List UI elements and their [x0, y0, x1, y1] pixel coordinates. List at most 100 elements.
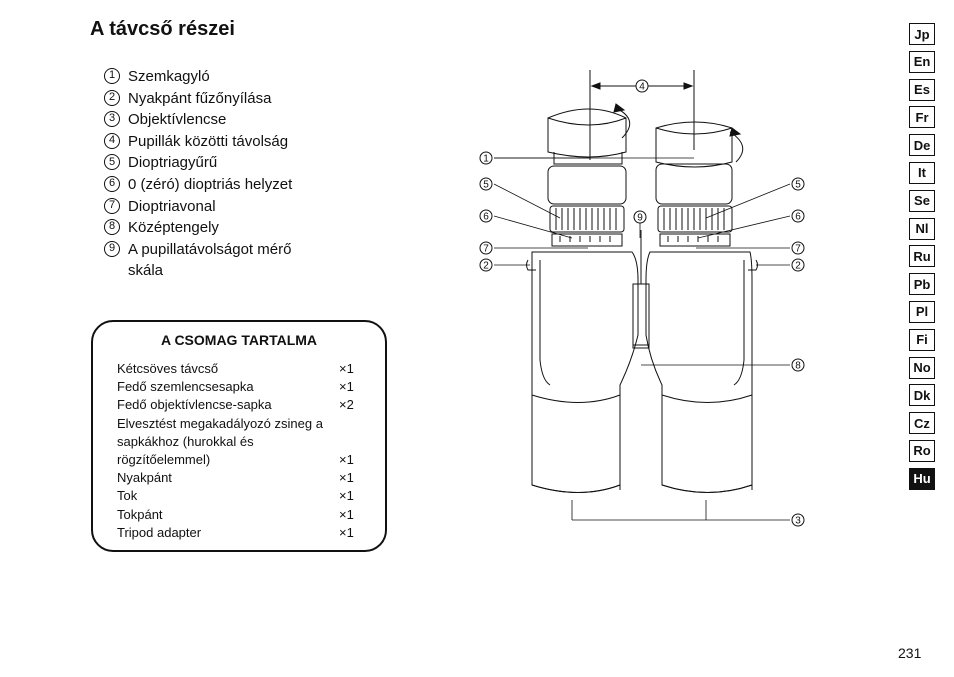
callout-9: 9: [633, 210, 647, 224]
part-number-badge: 6: [104, 175, 120, 192]
part-item: 4 Pupillák közötti távolság: [104, 131, 328, 153]
rotation-arrow-right-head: [729, 127, 742, 137]
part-label: Szemkagyló: [128, 68, 210, 85]
part-item: 5 Dioptriagyűrű: [104, 152, 328, 174]
language-tab-no[interactable]: No: [909, 356, 935, 379]
svg-text:8: 8: [795, 361, 801, 372]
svg-text:2: 2: [483, 261, 489, 272]
package-item-qty: ×1: [339, 452, 354, 468]
svg-text:6: 6: [483, 212, 489, 223]
package-item-name: Nyakpánt: [117, 470, 172, 486]
package-item-qty: ×1: [339, 488, 354, 504]
svg-text:7: 7: [795, 244, 801, 255]
left-barrel: [526, 108, 639, 493]
package-item-name: Fedő objektívlencse-sapka: [117, 397, 272, 413]
part-label: Nyakpánt fűzőnyílása: [128, 89, 272, 107]
language-tab-jp[interactable]: Jp: [909, 23, 935, 45]
package-item: Tripod adapter×1: [117, 524, 357, 542]
callout-6-right: 6: [791, 209, 805, 223]
callout-markers: 4 1 5 5 6 6 9 7 7 2 2 8 3: [479, 79, 805, 527]
language-tab-cz[interactable]: Cz: [909, 412, 935, 435]
part-label: Pupillák közötti távolság: [128, 132, 289, 150]
part-label: Középtengely: [128, 219, 219, 237]
package-item-name: Elvesztést megakadályozó zsineg a sapkák…: [117, 415, 323, 468]
rotation-arrow-left-head: [613, 103, 626, 113]
callout-7-right: 7: [791, 241, 805, 255]
package-item: Nyakpánt ×1: [117, 469, 357, 487]
part-item: 3 Objektívlencse: [104, 109, 328, 131]
callout-1: 1: [479, 151, 493, 165]
svg-text:5: 5: [483, 180, 489, 191]
package-item: Tok ×1: [117, 487, 357, 505]
part-number-badge: 3: [104, 111, 120, 128]
svg-text:2: 2: [795, 261, 801, 272]
callout-5-right: 5: [791, 177, 805, 191]
svg-text:9: 9: [637, 213, 643, 224]
callout-6-left: 6: [479, 209, 493, 223]
language-tab-en[interactable]: En: [909, 50, 935, 73]
language-tab-fr[interactable]: Fr: [909, 106, 935, 129]
language-tab-ru[interactable]: Ru: [909, 245, 935, 268]
center-hinge: [632, 230, 650, 349]
package-item-name: Fedő szemlencsesapka: [117, 379, 254, 395]
callout-3: 3: [791, 513, 805, 527]
callout-8: 8: [791, 358, 805, 372]
language-tab-it[interactable]: It: [909, 161, 935, 184]
package-item-name: Tok: [117, 488, 138, 504]
language-tab-fi[interactable]: Fi: [909, 328, 935, 351]
language-tab-se[interactable]: Se: [909, 189, 935, 212]
package-item-qty: ×1: [339, 506, 354, 522]
package-item-qty: ×1: [339, 361, 354, 376]
svg-text:4: 4: [639, 82, 645, 93]
callout-2-right: 2: [791, 258, 805, 272]
language-tab-dk[interactable]: Dk: [909, 384, 935, 407]
language-tab-pb[interactable]: Pb: [909, 273, 935, 296]
callout-4: 4: [635, 79, 649, 93]
package-item: Elvesztést megakadályozó zsineg a sapkák…: [117, 415, 357, 470]
part-number-badge: 5: [104, 154, 120, 171]
part-number-badge: 9: [104, 240, 120, 257]
part-item: 1 Szemkagyló: [104, 66, 328, 88]
rotation-arrow-left: [615, 107, 631, 139]
package-item-qty: ×1: [339, 379, 354, 395]
package-item-qty: ×1: [339, 470, 354, 486]
language-tab-de[interactable]: De: [909, 134, 935, 157]
right-barrel: [645, 121, 758, 493]
language-tab-nl[interactable]: Nl: [909, 217, 935, 240]
package-item-name: Kétcsöves távcső: [117, 361, 219, 376]
part-item: 9 A pupillatávolságot mérő skála: [104, 239, 328, 282]
language-tab-pl[interactable]: Pl: [909, 300, 935, 323]
svg-text:3: 3: [795, 516, 801, 527]
part-item: 8 Középtengely: [104, 217, 328, 239]
part-number-badge: 8: [104, 219, 120, 236]
package-item: Kétcsöves távcső ×1: [117, 360, 357, 378]
svg-text:6: 6: [795, 212, 801, 223]
callout-2-left: 2: [479, 258, 493, 272]
package-item-name: Tokpánt: [117, 506, 163, 522]
package-item: Fedő objektívlencse-sapka ×2: [117, 396, 357, 414]
part-label: Dioptriavonal: [128, 197, 216, 215]
part-number-badge: 4: [104, 132, 120, 149]
language-tab-hu[interactable]: Hu: [909, 467, 935, 490]
callout-5-left: 5: [479, 177, 493, 191]
page-number: 231: [898, 645, 922, 661]
part-label: Objektívlencse: [128, 111, 227, 129]
svg-text:1: 1: [483, 154, 489, 165]
part-label: Dioptriagyűrű: [128, 154, 218, 172]
package-item-name: Tripod adapter: [117, 524, 202, 540]
part-number-badge: 1: [104, 68, 120, 84]
package-item: Tokpánt ×1: [117, 506, 357, 524]
page-title: A távcső részei: [90, 18, 235, 40]
language-tab-ro[interactable]: Ro: [909, 439, 935, 462]
package-item-qty: ×2: [339, 397, 354, 413]
language-tab-es[interactable]: Es: [909, 78, 935, 101]
binocular-diagram: 4 1 5 5 6 6 9 7 7 2 2 8 3: [479, 70, 805, 527]
part-label: A pupillatávolságot mérő skála: [128, 240, 292, 280]
